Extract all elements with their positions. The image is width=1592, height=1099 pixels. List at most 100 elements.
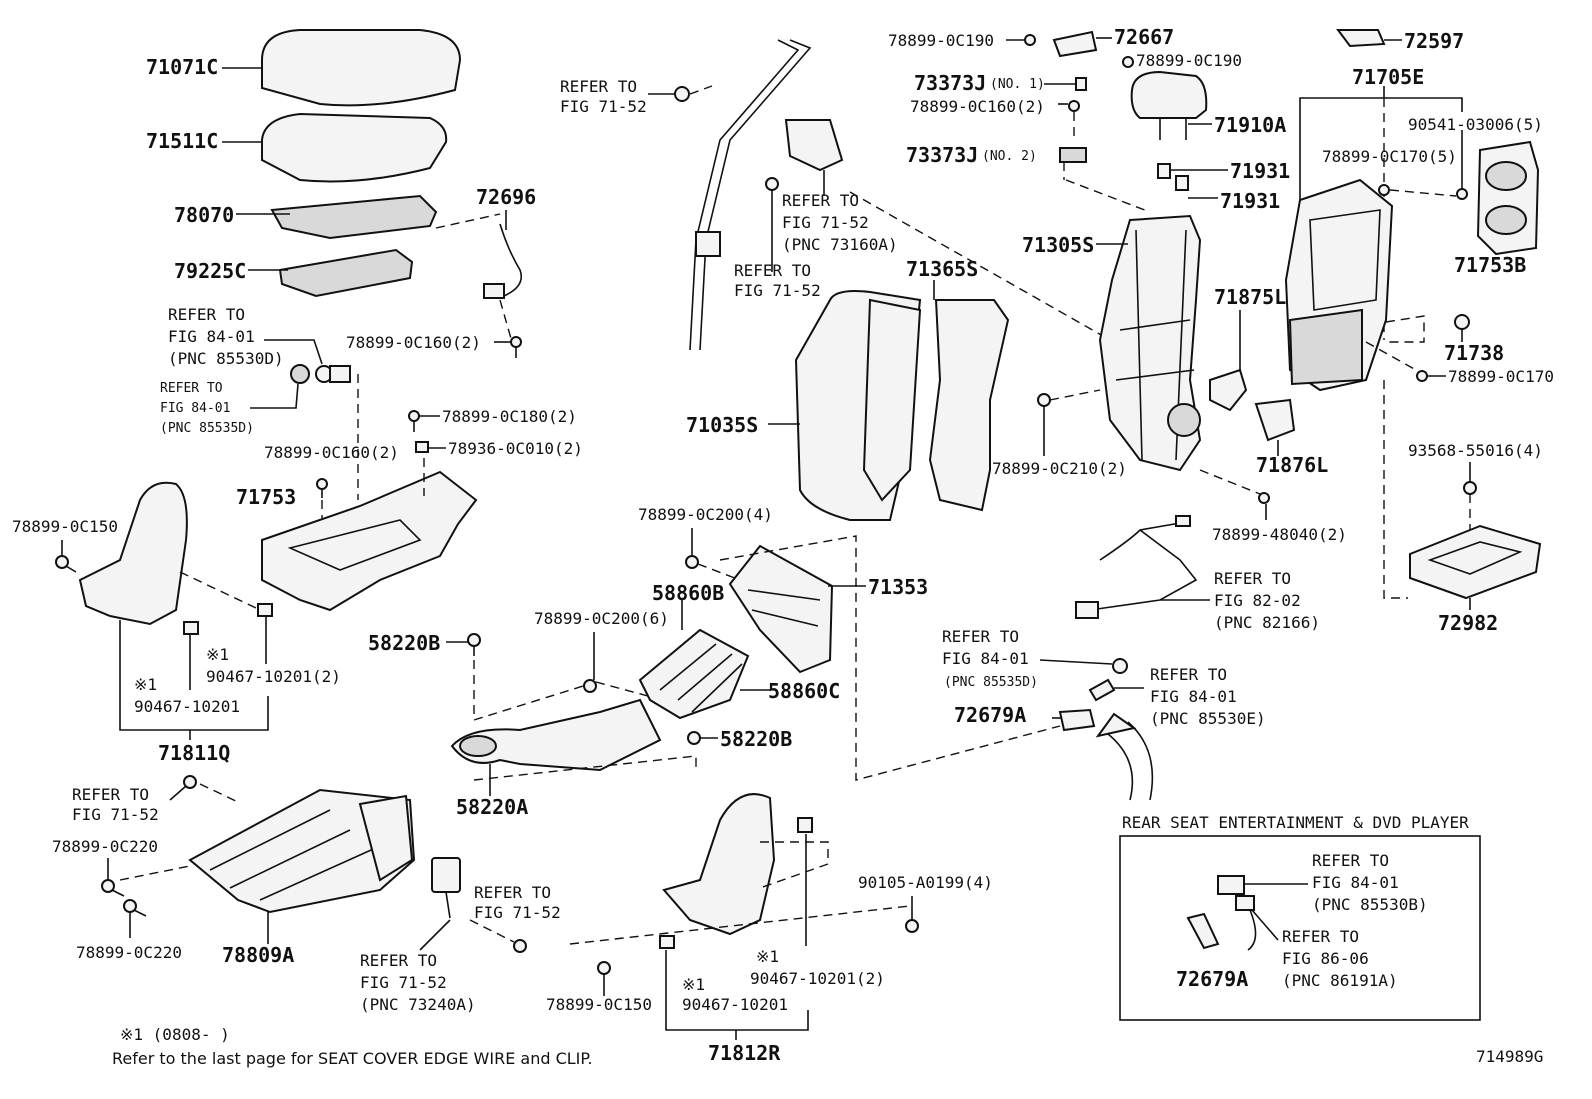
label-72982: 72982	[1438, 611, 1498, 635]
refer-text: (PNC 86191A)	[1282, 971, 1398, 990]
board-71705E	[1284, 178, 1394, 392]
clip-72597	[1336, 29, 1386, 48]
bolt-78899-0C190-b	[1122, 56, 1134, 68]
label-no1: (NO. 1)	[990, 77, 1045, 92]
clip-90467-10201-2b	[797, 817, 813, 833]
harness-82166	[1075, 515, 1198, 619]
label-78936-0C010-2: 78936-0C010(2)	[448, 439, 583, 458]
cushion-cover-71511C	[261, 112, 448, 183]
guide-73373J-no1	[1075, 77, 1087, 91]
bracket-72667	[1052, 30, 1098, 58]
label-78899-0C220-b: 78899-0C220	[76, 943, 182, 962]
frame-71753	[261, 470, 478, 612]
bolt-78899-0C150-b	[597, 961, 611, 975]
refer-text: REFER TO	[1282, 927, 1359, 946]
guide-73373J-no2	[1059, 147, 1087, 163]
label-71738: 71738	[1444, 341, 1504, 365]
bracket-71875L	[1209, 368, 1248, 412]
connector-85535D	[290, 364, 310, 384]
refer-text: REFER TO	[560, 77, 637, 96]
bolt-78899-0C180	[408, 410, 420, 432]
label-72597: 72597	[1404, 29, 1464, 53]
bolt-78899-0C160-c	[1068, 100, 1080, 112]
footnote-text: Refer to the last page for SEAT COVER ED…	[112, 1049, 593, 1068]
label-78899-0C190-a: 78899-0C190	[888, 31, 994, 50]
arrow	[1095, 712, 1154, 801]
refer-text: REFER TO	[360, 951, 437, 970]
bolt-78899-0C170-5	[1378, 184, 1390, 196]
guide-71931-b	[1175, 175, 1189, 191]
refer-text: FIG 84-01	[168, 327, 255, 346]
back-cover-71035S	[794, 290, 922, 521]
label-78899-0C170: 78899-0C170	[1448, 367, 1554, 386]
label-72679A-b: 72679A	[1176, 967, 1248, 991]
bolt-90105-A0199	[905, 919, 919, 933]
refer-text: FIG 84-01	[160, 401, 230, 416]
footnote-mark: ※1 (0808- )	[120, 1025, 230, 1044]
back-frame-71305S	[1098, 214, 1202, 472]
refer-text: (PNC 73240A)	[360, 995, 476, 1014]
mark-1: ※1	[206, 645, 229, 664]
refer-text: FIG 71-52	[782, 213, 869, 232]
bolt-90541-03006	[1456, 188, 1468, 200]
refer-text: REFER TO	[942, 627, 1019, 646]
label-71305S: 71305S	[1022, 233, 1094, 257]
label-78899-0C180-2: 78899-0C180(2)	[442, 407, 577, 426]
refer-text: (PNC 85535D)	[160, 421, 254, 436]
label-73373J-1: 73373J	[914, 71, 986, 95]
label-58220B-a: 58220B	[368, 631, 440, 655]
guide-71931-a	[1157, 163, 1171, 179]
cover-71811Q	[78, 481, 188, 626]
rse-title: REAR SEAT ENTERTAINMENT & DVD PLAYER	[1122, 813, 1469, 832]
label-93568-55016-4: 93568-55016(4)	[1408, 441, 1543, 460]
cushion-pad-71071C	[261, 29, 462, 107]
refer-text: REFER TO	[168, 305, 245, 324]
bolt-78899-0C160-a	[510, 336, 522, 358]
refer-text: FIG 82-02	[1214, 591, 1301, 610]
label-58860C: 58860C	[768, 679, 840, 703]
refer-text: REFER TO	[782, 191, 859, 210]
clip-90467-10201-b	[659, 935, 675, 949]
tray-72982	[1409, 524, 1542, 600]
label-71035S: 71035S	[686, 413, 758, 437]
bolt-ref-71-52-b	[513, 939, 527, 953]
refer-text: (PNC 82166)	[1214, 613, 1320, 632]
frame-58860B-58860C	[638, 628, 750, 720]
bolt-78899-0C200-6	[583, 679, 597, 693]
refer-text: (PNC 73160A)	[782, 235, 898, 254]
label-71875L: 71875L	[1214, 285, 1286, 309]
bolt-78899-0C200-4	[685, 555, 699, 569]
refer-text: REFER TO	[1312, 851, 1389, 870]
label-71876L: 71876L	[1256, 453, 1328, 477]
clip-90467-10201-2a	[257, 603, 273, 617]
label-78899-0C160-2a: 78899-0C160(2)	[346, 333, 481, 352]
label-71353: 71353	[868, 575, 928, 599]
clip-58220B-b	[687, 731, 701, 745]
refer-text: (PNC 85530E)	[1150, 709, 1266, 728]
refer-text: FIG 84-01	[942, 649, 1029, 668]
label-71511C: 71511C	[146, 129, 218, 153]
clip-90467-10201-a	[183, 621, 199, 635]
label-78070: 78070	[174, 203, 234, 227]
mark-1: ※1	[134, 675, 157, 694]
seat-belt-73160A	[689, 39, 844, 351]
label-71811Q: 71811Q	[158, 741, 230, 765]
label-58220A: 58220A	[456, 795, 528, 819]
label-78899-0C200-4: 78899-0C200(4)	[638, 505, 773, 524]
bolt-78899-0C150-a	[55, 555, 77, 573]
label-90105-A0199-4: 90105-A0199(4)	[858, 873, 993, 892]
frame-71353	[728, 544, 834, 674]
bolt-78899-0C220-a	[101, 879, 125, 897]
label-78899-0C190-b: 78899-0C190	[1136, 51, 1242, 70]
nut-ref-71-52-d	[765, 177, 779, 191]
label-90541-03006-5: 90541-03006(5)	[1408, 115, 1543, 134]
bracket-71876L	[1254, 398, 1296, 442]
refer-text: FIG 71-52	[360, 973, 447, 992]
refer-text: (PNC 85530D)	[168, 349, 284, 368]
connector-85535D-b	[1112, 658, 1128, 674]
label-72679A-a: 72679A	[954, 703, 1026, 727]
label-71071C: 71071C	[146, 55, 218, 79]
mark-1: ※1	[756, 947, 779, 966]
label-72696: 72696	[476, 185, 536, 209]
